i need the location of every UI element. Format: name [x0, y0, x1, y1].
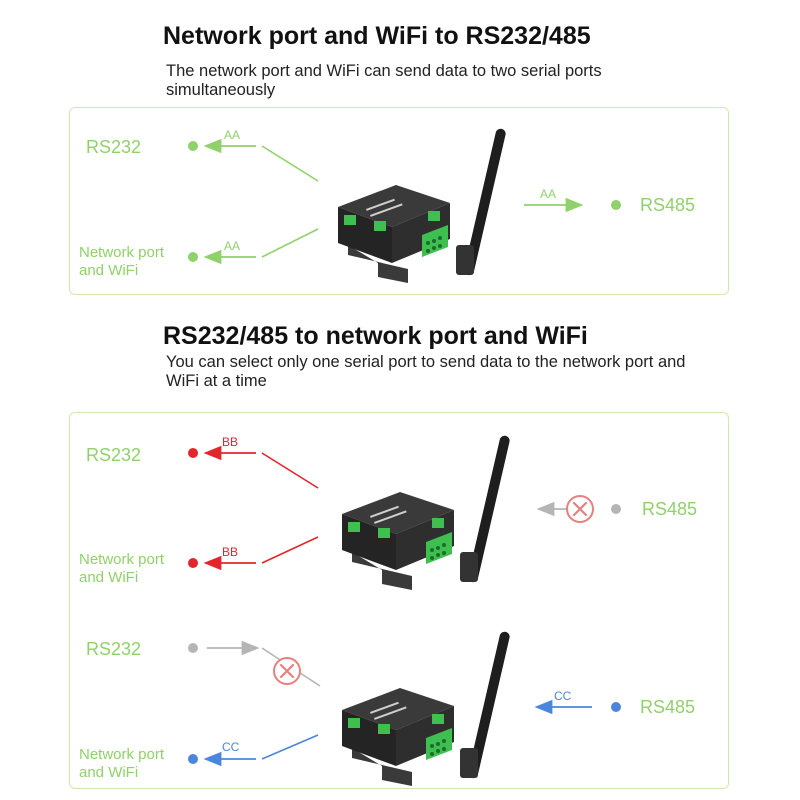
caseB-rs485-dot [611, 702, 621, 712]
caseA-rs232-arrow-text: BB [222, 435, 238, 449]
section1-rs232-label: RS232 [86, 137, 141, 157]
caseA-net-dot [188, 558, 198, 568]
caseA-net-label-1: Network port [79, 551, 165, 568]
section1-rs485-label: RS485 [640, 195, 695, 215]
section1-rs232-link [261, 145, 319, 182]
section1-rs232-dot [188, 141, 198, 151]
caseB-net-label-2: and WiFi [79, 764, 138, 781]
blocked-x-icon [272, 656, 302, 686]
caseA-rs232-link [261, 452, 319, 489]
caseA-rs232-dot [188, 448, 198, 458]
caseA-net-link [261, 536, 319, 564]
device-icon [342, 630, 511, 786]
section1-net-label-1: Network port [79, 244, 165, 261]
section1-title: Network port and WiFi to RS232/485 [163, 22, 591, 50]
section1-net-dot [188, 252, 198, 262]
section1-rs485-dot [611, 200, 621, 210]
section1-net-arrow-text: AA [224, 239, 240, 253]
section1-diagram: RS232 AA Network port and WiFi AA AA RS4… [79, 127, 695, 284]
caseB-rs485-arrow-text: CC [554, 689, 572, 703]
caseB-rs232-dot [188, 643, 198, 653]
section2-subtitle: You can select only one serial port to s… [166, 353, 686, 390]
section1-net-link [261, 228, 319, 258]
caseB-rs485-label: RS485 [640, 697, 695, 717]
section2-title: RS232/485 to network port and WiFi [163, 322, 588, 350]
caseA-rs232-label: RS232 [86, 445, 141, 465]
section1-rs485-arrow-text: AA [540, 187, 556, 201]
section1-subtitle: The network port and WiFi can send data … [166, 62, 602, 99]
caseB-net-dot [188, 754, 198, 764]
caseB-net-label-1: Network port [79, 746, 165, 763]
caseB-rs232-label: RS232 [86, 639, 141, 659]
device-icon [338, 127, 507, 284]
caseA-rs485-dot [611, 504, 621, 514]
section2-caseB: RS232 Network port and WiFi CC CC RS485 [79, 630, 695, 786]
section2-caseA: RS232 BB Network port and WiFi BB RS485 [79, 434, 697, 590]
caseA-net-label-2: and WiFi [79, 569, 138, 586]
blocked-x-icon [565, 494, 595, 524]
caseB-net-link [261, 734, 319, 760]
caseA-rs485-label: RS485 [642, 499, 697, 519]
section1-rs232-arrow-text: AA [224, 128, 240, 142]
caseA-net-arrow-text: BB [222, 545, 238, 559]
section1-net-label-2: and WiFi [79, 262, 138, 279]
device-icon [342, 434, 511, 590]
caseB-net-arrow-text: CC [222, 740, 240, 754]
